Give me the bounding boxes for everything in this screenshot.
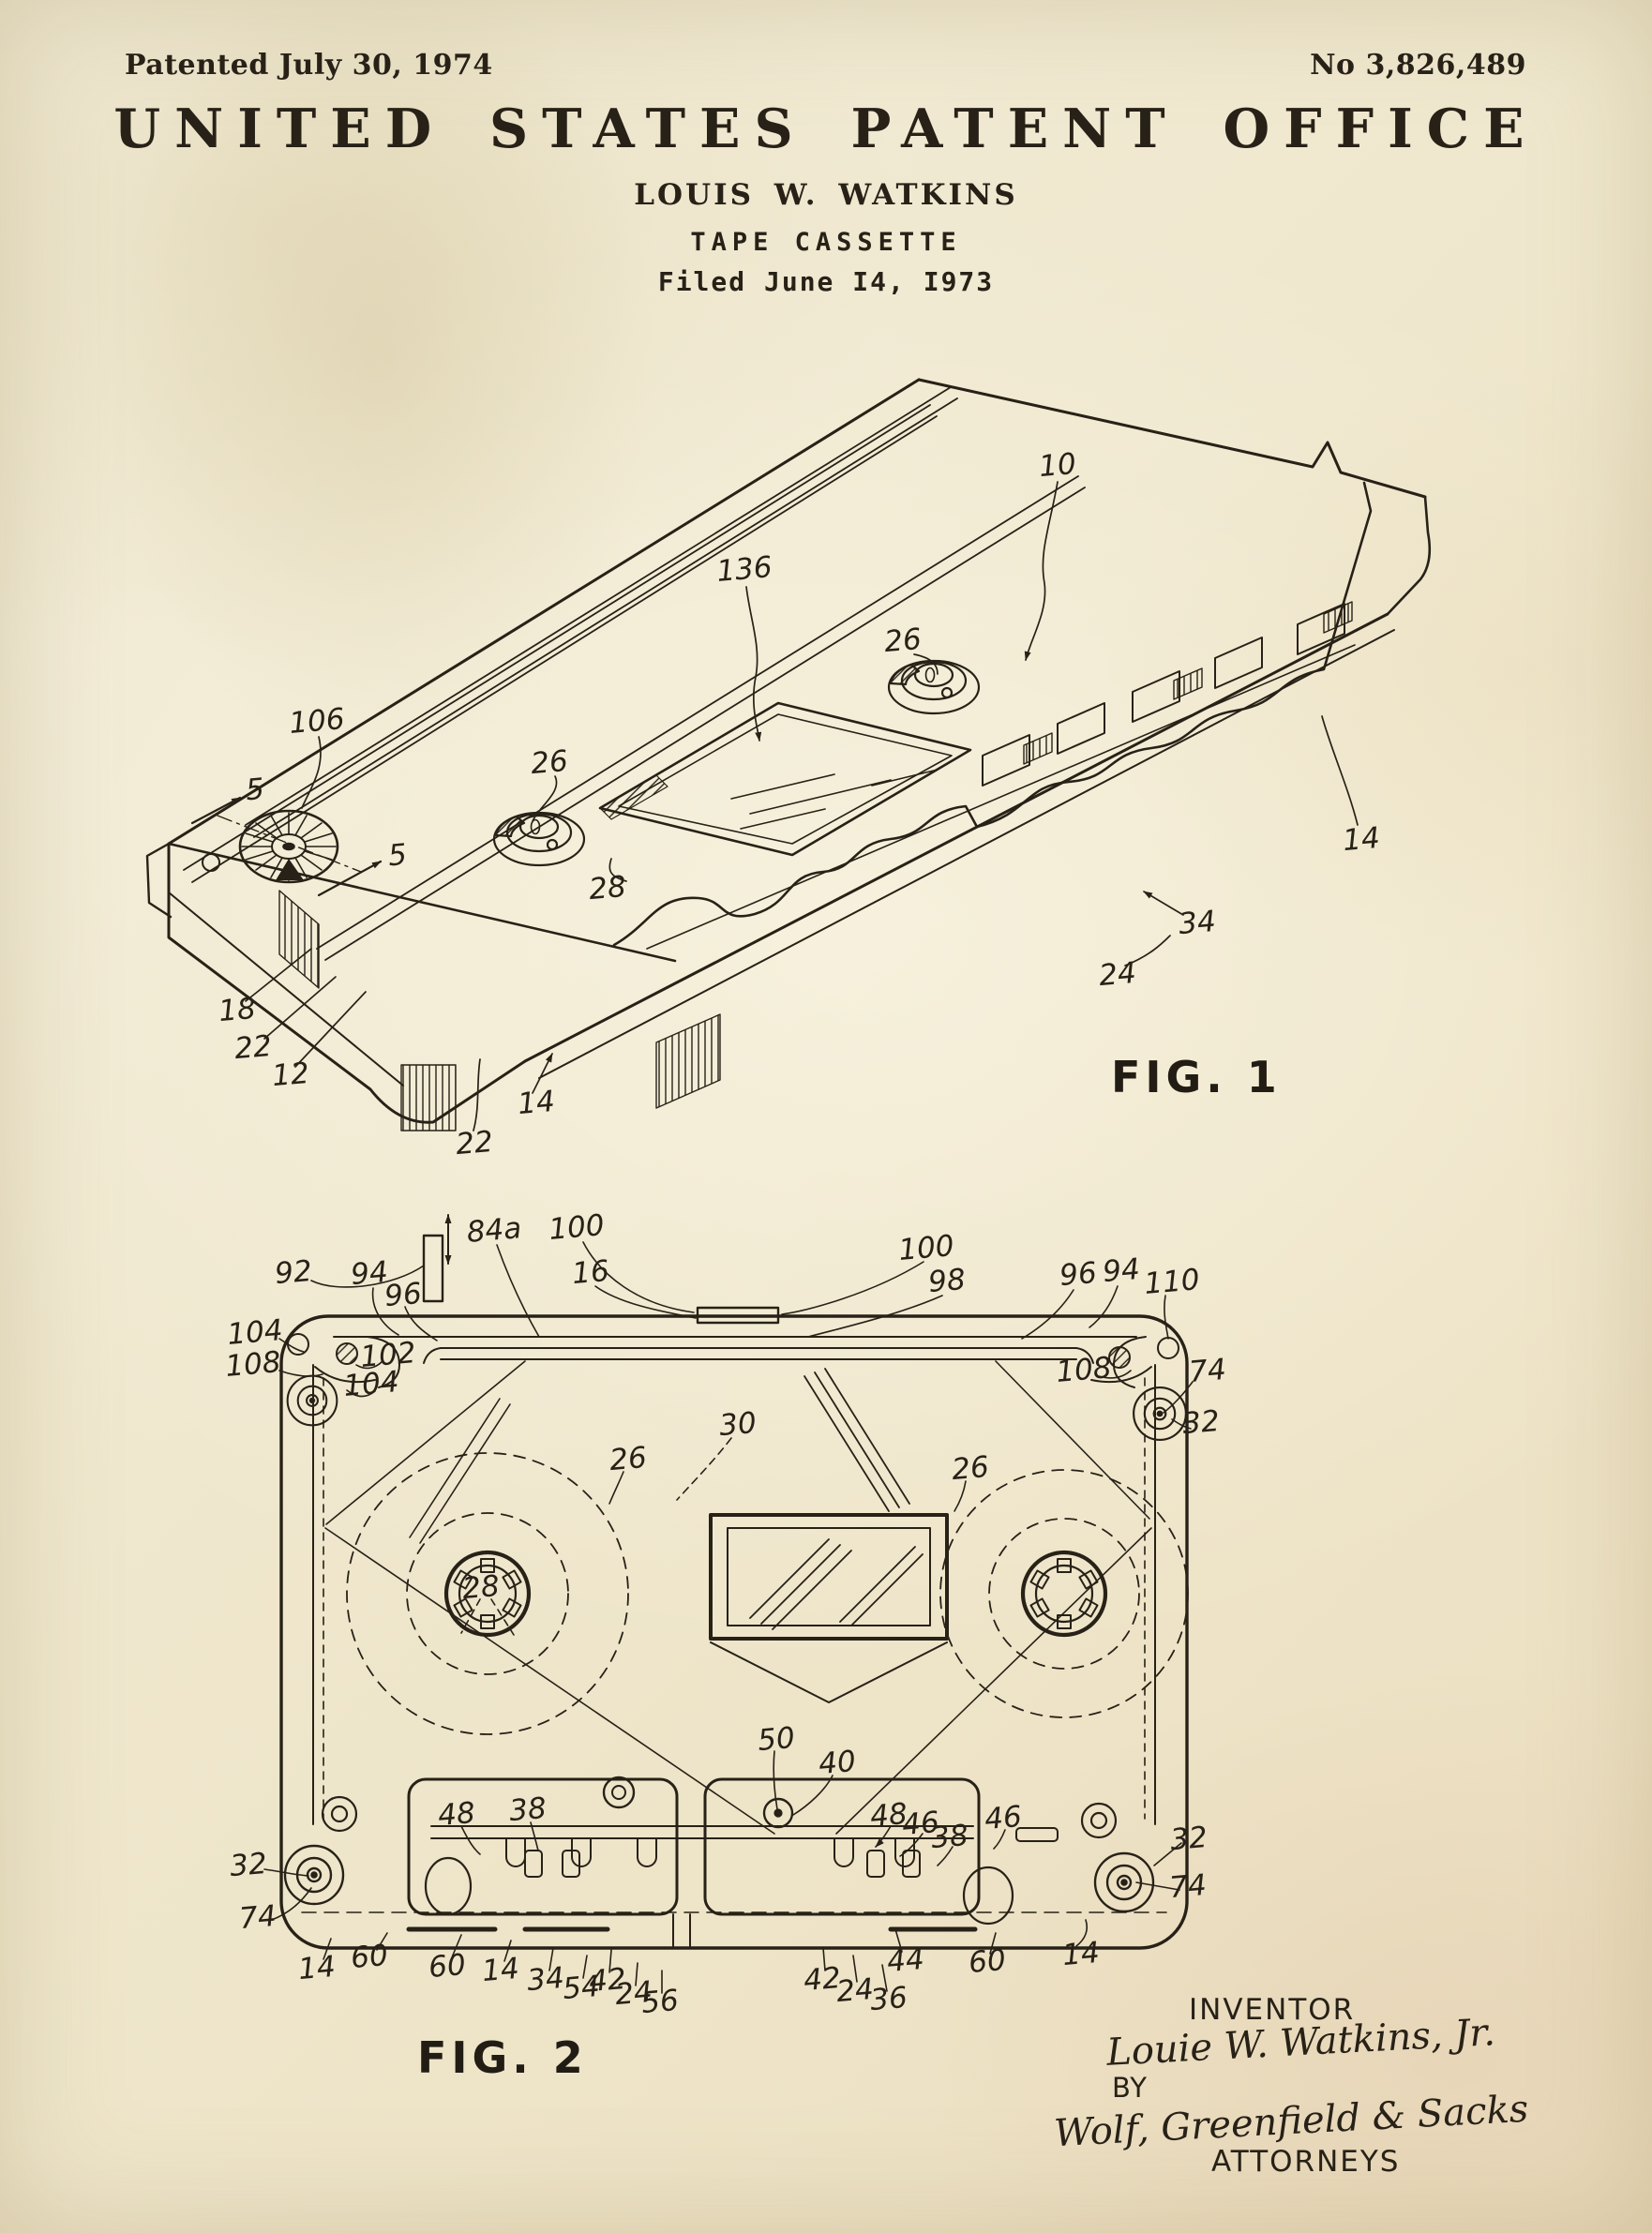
ref-label-22: 22 — [233, 1028, 274, 1067]
page-title: UNITED STATES PATENT OFFICE — [113, 97, 1539, 160]
ref-label-14: 14 — [480, 1951, 521, 1989]
ref-label-26: 26 — [950, 1449, 991, 1488]
inventor-name: LOUIS W. WATKINS — [634, 178, 1018, 212]
ref-label-100: 100 — [896, 1228, 955, 1268]
ref-label-136: 136 — [714, 549, 773, 590]
fig2-drawing — [263, 1214, 1194, 1994]
ref-label-32: 32 — [228, 1846, 269, 1884]
ref-label-96: 96 — [1058, 1255, 1099, 1294]
ref-label-44: 44 — [885, 1941, 926, 1980]
document-title: TAPE CASSETTE — [690, 228, 962, 257]
ref-label-92: 92 — [273, 1253, 314, 1292]
ref-label-26: 26 — [608, 1440, 649, 1478]
ref-label-38: 38 — [929, 1818, 970, 1856]
ref-label-74: 74 — [237, 1898, 278, 1937]
ref-label-26: 26 — [529, 743, 570, 782]
ref-label-104: 104 — [341, 1364, 400, 1404]
ref-label-60: 60 — [967, 1942, 1008, 1981]
ref-label-5: 5 — [386, 837, 409, 874]
ref-label-36: 36 — [868, 1980, 909, 2018]
ref-label-5: 5 — [244, 772, 266, 808]
ref-label-96: 96 — [383, 1276, 424, 1314]
ref-label-74: 74 — [1167, 1867, 1209, 1906]
ref-label-56: 56 — [639, 1983, 681, 2021]
ref-label-50: 50 — [756, 1720, 797, 1759]
by-label: BY — [1112, 2072, 1149, 2104]
ref-label-108: 108 — [1054, 1350, 1113, 1390]
ref-label-14: 14 — [296, 1949, 338, 1987]
fig1-caption: FIG. 1 — [1111, 1052, 1282, 1102]
ref-label-28: 28 — [587, 869, 628, 907]
ref-label-38: 38 — [507, 1791, 548, 1829]
ref-label-34: 34 — [525, 1960, 566, 1999]
ref-label-16: 16 — [570, 1253, 611, 1292]
ref-label-30: 30 — [717, 1405, 758, 1444]
ref-label-12: 12 — [270, 1056, 311, 1094]
ref-label-32: 32 — [1180, 1403, 1222, 1442]
ref-label-24: 24 — [1097, 955, 1138, 994]
fig1-drawing — [145, 378, 1432, 1131]
ref-label-28: 28 — [460, 1568, 502, 1607]
ref-label-106: 106 — [287, 701, 346, 742]
filed-date: Filed June I4, I973 — [657, 266, 995, 297]
ref-label-110: 110 — [1142, 1262, 1201, 1302]
ref-label-26: 26 — [882, 622, 924, 660]
fig2-caption: FIG. 2 — [417, 2032, 588, 2083]
ref-label-46: 46 — [983, 1799, 1024, 1837]
ref-label-48: 48 — [436, 1795, 477, 1834]
ref-label-60: 60 — [427, 1947, 468, 1986]
ref-label-10: 10 — [1037, 446, 1078, 485]
inventor-heading: INVENTOR — [1189, 1993, 1356, 2027]
ref-label-74: 74 — [1187, 1352, 1228, 1390]
ref-label-18: 18 — [217, 991, 258, 1029]
attorneys-label: ATTORNEYS — [1211, 2145, 1401, 2179]
ref-label-40: 40 — [817, 1744, 858, 1782]
ref-label-34: 34 — [1177, 904, 1218, 942]
patent-number: No 3,826,489 — [1310, 49, 1526, 82]
ref-label-98: 98 — [926, 1262, 968, 1300]
ref-label-14: 14 — [1341, 820, 1382, 859]
ref-label-108: 108 — [223, 1344, 282, 1385]
ref-label-14: 14 — [1060, 1935, 1102, 1973]
patented-date: Patented July 30, 1974 — [125, 49, 493, 82]
ref-label-60: 60 — [349, 1938, 390, 1976]
ref-label-22: 22 — [454, 1124, 495, 1162]
ref-label-32: 32 — [1168, 1820, 1209, 1858]
ref-label-14: 14 — [516, 1084, 557, 1122]
ref-label-100: 100 — [547, 1207, 606, 1248]
ref-label-84a: 84a — [465, 1211, 523, 1250]
ref-label-94: 94 — [1101, 1251, 1142, 1290]
